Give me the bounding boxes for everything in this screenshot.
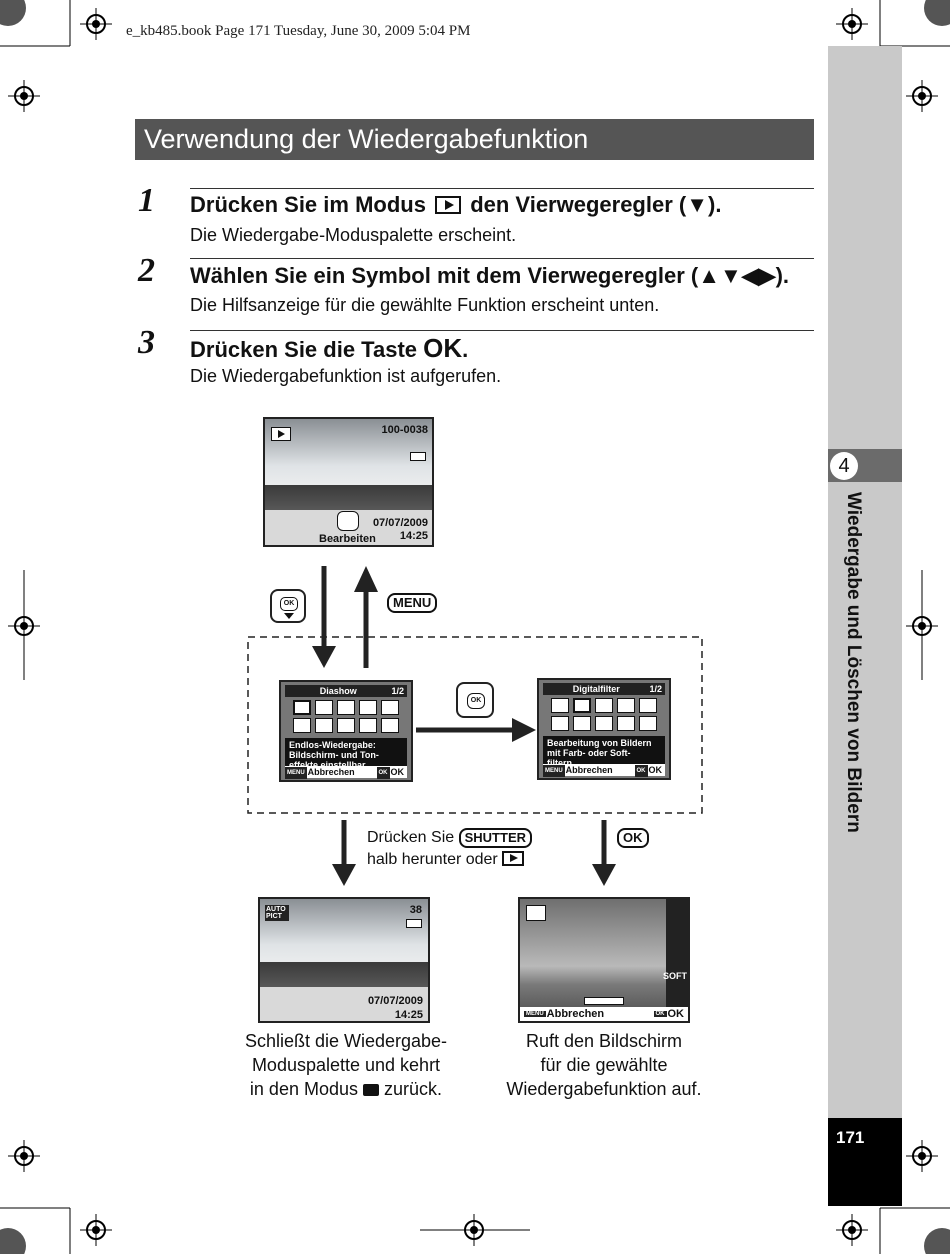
playback-icon [502, 851, 524, 866]
rotate-icon[interactable] [293, 718, 311, 733]
frame-icon[interactable] [315, 718, 333, 733]
ok-tag: OK [635, 765, 648, 777]
caption-right: Ruft den Bildschirm für die gewählte Wie… [492, 1029, 716, 1101]
note-text: Drücken Sie [367, 829, 454, 846]
voice-memo-icon[interactable] [381, 718, 399, 733]
photo-trees [260, 962, 428, 989]
movie-edit-icon[interactable] [595, 716, 613, 731]
palette-title: Digitalfilter 1/2 [543, 683, 665, 695]
note-text: halb herunter oder [367, 851, 498, 868]
menu-tag: MENU [524, 1011, 546, 1017]
caption-line: Moduspalette und kehrt [232, 1053, 460, 1077]
palette-icon-grid [551, 698, 657, 734]
image-copy-icon[interactable] [381, 700, 399, 715]
caption-text: zurück. [384, 1079, 442, 1099]
menu-button-icon: MENU [387, 593, 437, 613]
digital-filter-icon[interactable] [573, 698, 591, 713]
shutter-note-line1: Drücken Sie SHUTTER [367, 828, 532, 848]
ok-tag: OK [654, 1011, 667, 1017]
shutter-button-label: SHUTTER [459, 828, 532, 848]
playback-palette-right: Digitalfilter 1/2 Bearbeitung von Bilder… [537, 678, 671, 780]
ok-button-icon: OK [617, 828, 649, 848]
photo-time: 14:25 [395, 1009, 423, 1021]
cancel-label: Abbrechen [308, 767, 355, 777]
ok-label: OK [649, 765, 663, 775]
ok-down-controller-icon: OK [270, 589, 306, 623]
menu-tag: MENU [543, 765, 565, 777]
shots-remaining: 38 [410, 904, 422, 916]
palette-footer: MENUAbbrechen OKOK [285, 766, 407, 778]
caption-line: Wiedergabefunktion auf. [492, 1077, 716, 1101]
camera-icon [363, 1084, 379, 1096]
help-line: Bearbeitung von Bildern [547, 738, 661, 748]
caption-left: Schließt die Wiedergabe- Moduspalette un… [232, 1029, 460, 1101]
caption-line: Schließt die Wiedergabe- [232, 1029, 460, 1053]
digital-filter-icon[interactable] [315, 700, 333, 715]
resize-icon[interactable] [595, 698, 613, 713]
photo-date: 07/07/2009 [368, 995, 423, 1007]
voice-memo-icon[interactable] [639, 716, 657, 731]
palette-title-text: Diashow [320, 686, 357, 696]
four-way-controller-icon: OK [456, 682, 494, 718]
frame-icon[interactable] [573, 716, 591, 731]
palette-title: Diashow 1/2 [285, 685, 407, 697]
playback-palette-left: Diashow 1/2 Endlos-Wiedergabe: Bildschir… [279, 680, 413, 782]
caption-line: für die gewählte [492, 1053, 716, 1077]
caption-line: Ruft den Bildschirm [492, 1029, 716, 1053]
red-eye-icon[interactable] [617, 716, 635, 731]
movie-edit-icon[interactable] [337, 718, 355, 733]
palette-page: 1/2 [391, 685, 404, 697]
caption-text: in den Modus [250, 1079, 358, 1099]
red-eye-icon[interactable] [359, 718, 377, 733]
rotate-icon[interactable] [551, 716, 569, 731]
help-line: Bildschirm- und Ton- [289, 750, 403, 760]
ok-label: OK [391, 767, 405, 777]
palette-page: 1/2 [649, 683, 662, 695]
auto-picture-mode-icon: AUTO PICT [265, 905, 289, 921]
ok-tag: OK [377, 767, 390, 779]
filter-bar [666, 899, 688, 1021]
menu-tag: MENU [285, 767, 307, 779]
help-line: Endlos-Wiedergabe: [289, 740, 403, 750]
help-line: mit Farb- oder Soft- [547, 748, 661, 758]
ok-label: OK [668, 1008, 685, 1020]
resize-icon[interactable] [337, 700, 355, 715]
cancel-label: Abbrechen [566, 765, 613, 775]
cropping-icon[interactable] [359, 700, 377, 715]
ok-button-label: OK [617, 828, 649, 848]
caption-line: in den Modus zurück. [232, 1077, 460, 1101]
shutter-note-line2: halb herunter oder [367, 851, 524, 869]
cancel-group: MENUAbbrechen [524, 1008, 604, 1020]
palette-title-text: Digitalfilter [573, 684, 620, 694]
filter-slider[interactable] [584, 997, 624, 1005]
palette-icon-grid [293, 700, 399, 736]
slideshow-icon[interactable] [551, 698, 569, 713]
cropping-icon[interactable] [617, 698, 635, 713]
soft-filter-label: SOFT [663, 971, 687, 981]
digital-filter-icon [526, 905, 546, 921]
cancel-label: Abbrechen [547, 1008, 604, 1020]
slideshow-icon[interactable] [293, 700, 311, 715]
capture-screen: AUTO PICT 38 07/07/2009 14:25 [258, 897, 430, 1023]
battery-icon [406, 919, 422, 928]
image-copy-icon[interactable] [639, 698, 657, 713]
menu-button-label: MENU [387, 593, 437, 613]
